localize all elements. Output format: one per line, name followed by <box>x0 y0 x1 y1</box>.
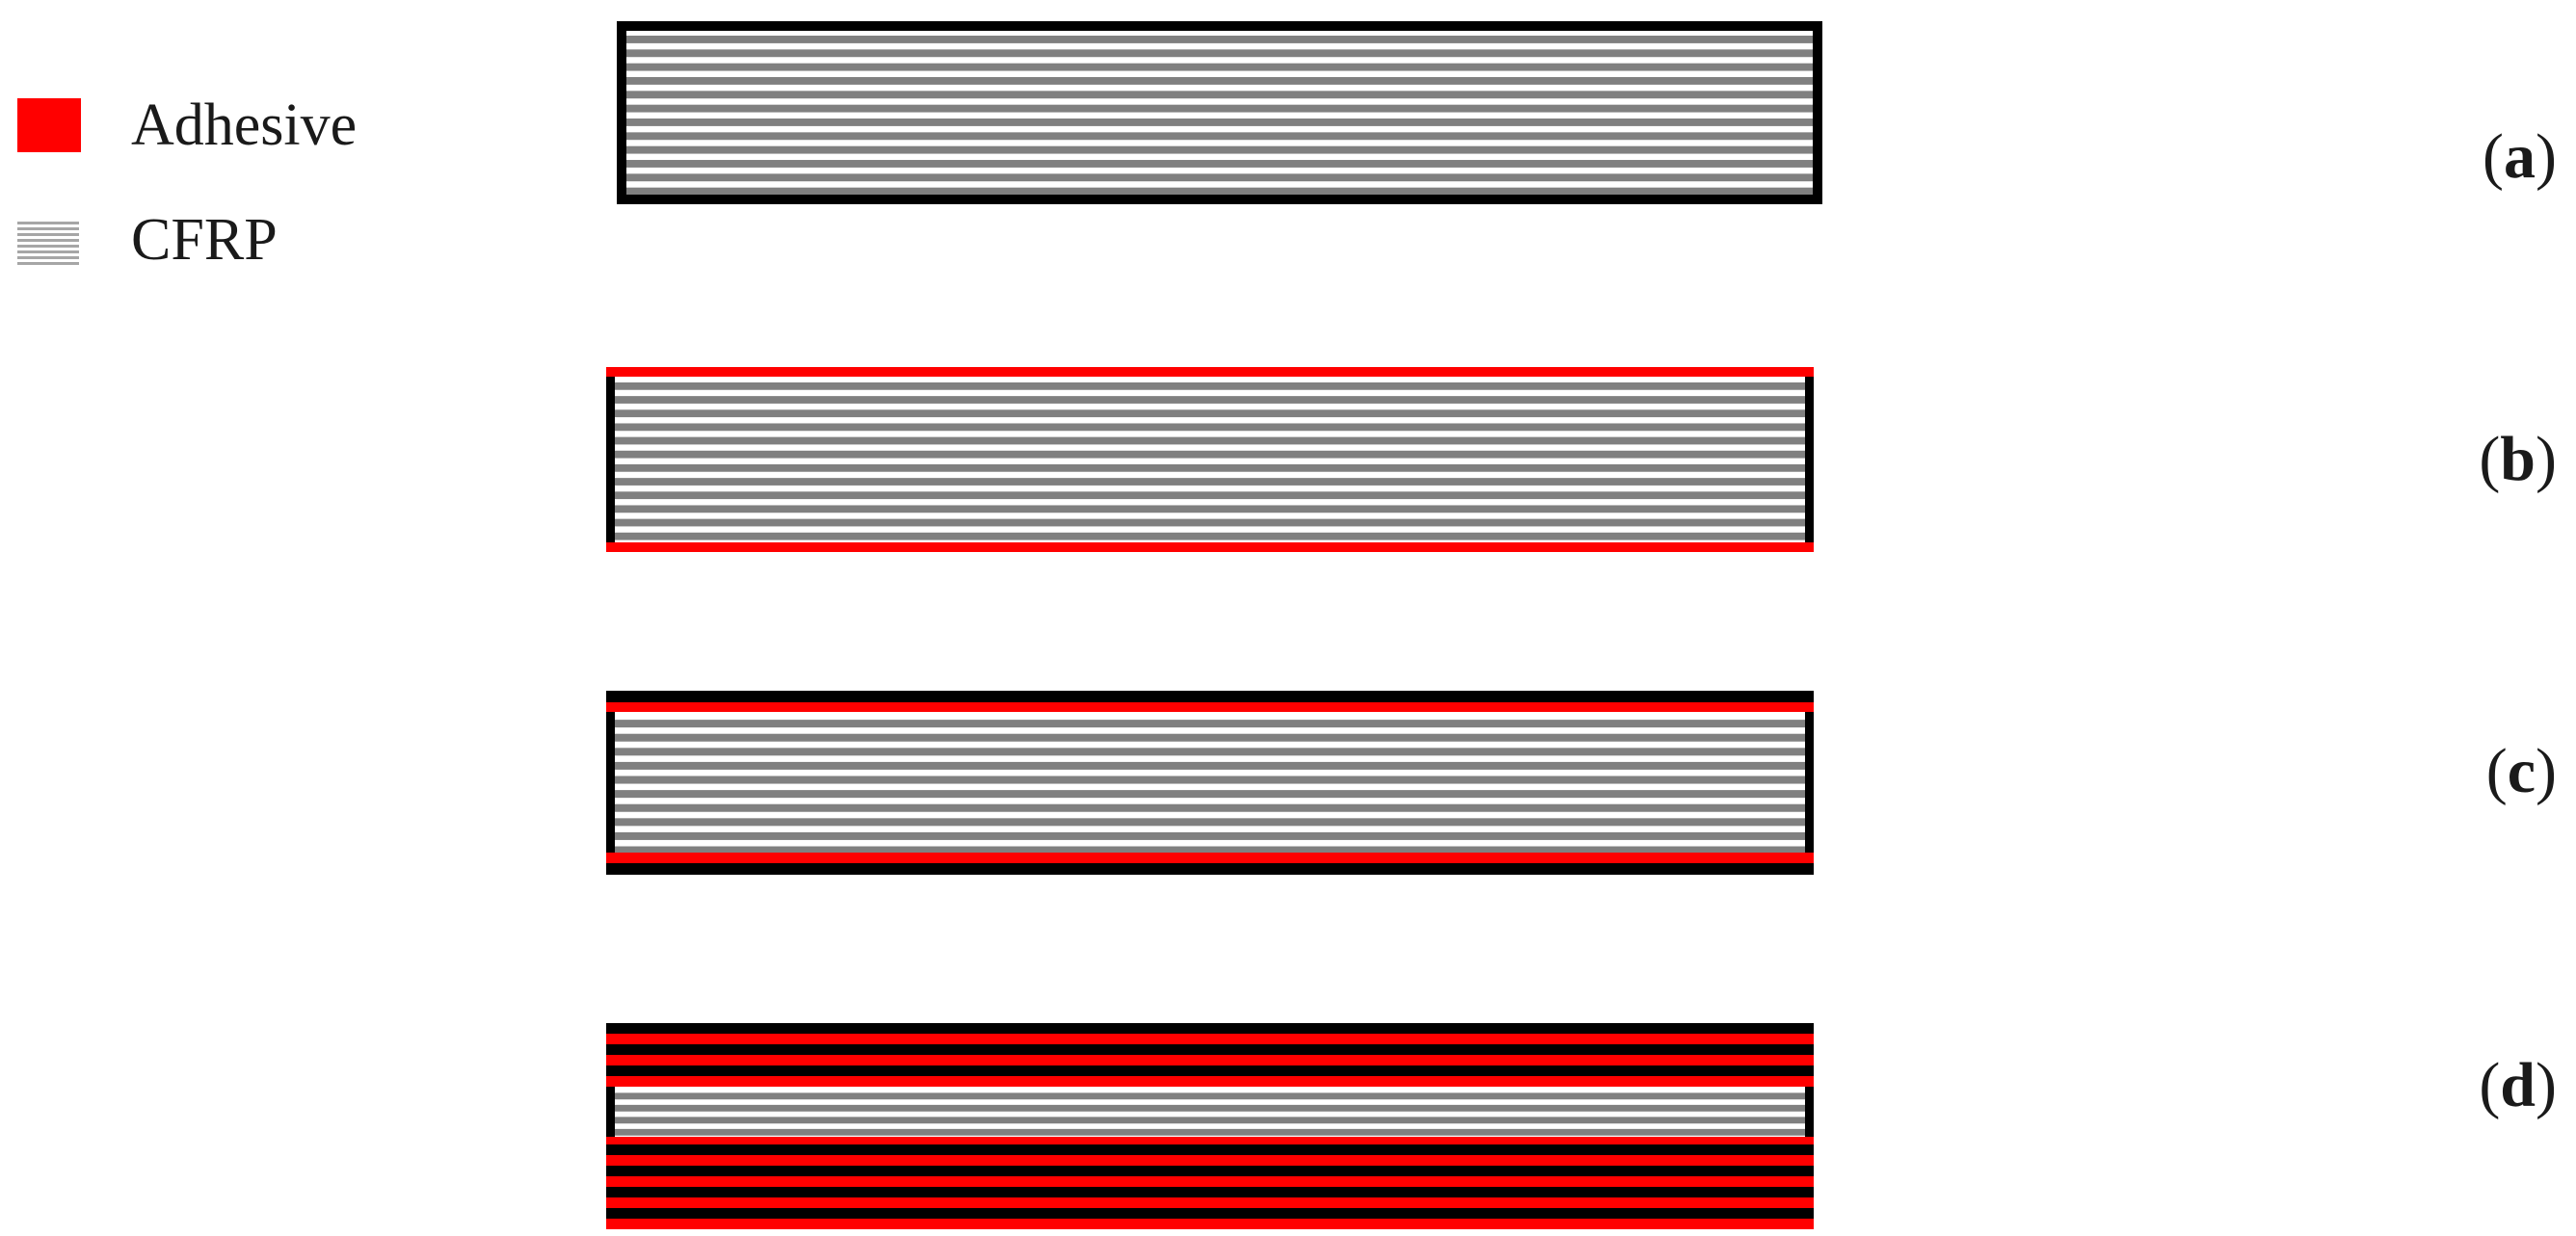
adhesive-layer-bottom <box>606 542 1814 552</box>
right-edge <box>1805 377 1814 548</box>
outer-layer <box>606 1144 1814 1155</box>
left-edge <box>606 377 615 548</box>
cfrp-ply <box>615 532 1807 540</box>
panel-label-a: (a) <box>2483 121 2557 192</box>
outer-layer <box>606 1023 1814 1034</box>
cfrp-ply <box>615 803 1807 812</box>
outer-layer <box>606 1044 1814 1055</box>
adhesive-layer <box>606 1137 1814 1144</box>
cfrp-core <box>615 378 1807 541</box>
specimen-a-cfrp-only <box>617 21 1822 204</box>
cfrp-ply <box>615 790 1807 799</box>
left-edge <box>606 1079 615 1148</box>
cfrp-ply <box>624 118 1815 126</box>
adhesive-layer <box>606 1076 1814 1087</box>
outer-layer-bottom <box>606 863 1814 875</box>
adhesive-layer-bottom <box>606 853 1814 863</box>
specimen-outline <box>617 21 1822 204</box>
outer-layer <box>606 1208 1814 1219</box>
cfrp-ply <box>615 505 1807 513</box>
outer-layer <box>606 1065 1814 1076</box>
cfrp-ply <box>615 396 1807 404</box>
cfrp-ply <box>624 77 1815 85</box>
cfrp-ply <box>624 36 1815 43</box>
cfrp-ply <box>624 173 1815 182</box>
cfrp-ply <box>615 463 1807 472</box>
cfrp-ply <box>615 478 1807 486</box>
adhesive-layer <box>606 1176 1814 1187</box>
outer-layer-top <box>606 691 1814 702</box>
cfrp-ply <box>615 1092 1807 1100</box>
adhesive-swatch-icon <box>17 98 81 152</box>
specimen-c-adhesive-with-outer-layer <box>606 691 1814 875</box>
cfrp-ply <box>615 748 1807 756</box>
adhesive-layer-top <box>606 367 1814 377</box>
panel-label-b: (b) <box>2479 424 2557 494</box>
cfrp-ply <box>624 91 1815 99</box>
cfrp-ply <box>615 846 1807 855</box>
cfrp-ply <box>615 733 1807 742</box>
adhesive-layer <box>606 1197 1814 1208</box>
adhesive-layer <box>606 1219 1814 1229</box>
adhesive-layer-top <box>606 702 1814 712</box>
left-edge <box>606 692 615 875</box>
cfrp-ply <box>624 160 1815 168</box>
cfrp-ply <box>615 491 1807 500</box>
cfrp-ply <box>615 720 1807 728</box>
outer-layer <box>606 1187 1814 1197</box>
adhesive-layer <box>606 1155 1814 1166</box>
cfrp-ply <box>615 436 1807 445</box>
specimen-d-multi-adhesive-layers <box>606 1023 1814 1229</box>
right-edge <box>1805 692 1814 875</box>
cfrp-ply <box>624 63 1815 71</box>
cfrp-ply <box>624 145 1815 154</box>
adhesive-layer <box>606 1034 1814 1044</box>
adhesive-layer <box>606 1055 1814 1065</box>
cfrp-ply <box>615 1117 1807 1124</box>
specimen-b-adhesive-surfaces <box>606 367 1814 552</box>
cfrp-ply <box>615 761 1807 770</box>
cfrp-ply <box>615 1128 1807 1136</box>
cfrp-ply <box>615 423 1807 432</box>
cfrp-ply <box>615 776 1807 784</box>
cfrp-ply <box>624 49 1815 58</box>
cfrp-ply <box>615 450 1807 459</box>
panel-label-d: (d) <box>2479 1050 2557 1120</box>
cfrp-ply <box>615 409 1807 418</box>
legend-label-cfrp: CFRP <box>131 207 278 273</box>
cfrp-ply <box>615 818 1807 827</box>
cfrp-ply <box>624 104 1815 113</box>
cfrp-ply <box>615 1104 1807 1112</box>
cfrp-ply <box>624 187 1815 196</box>
outer-layer <box>606 1166 1814 1176</box>
cfrp-ply <box>624 132 1815 141</box>
cfrp-swatch-icon <box>17 222 79 268</box>
cfrp-ply <box>615 518 1807 527</box>
cfrp-core <box>624 31 1815 197</box>
panel-label-c: (c) <box>2485 736 2557 806</box>
legend-label-adhesive: Adhesive <box>131 92 358 158</box>
cfrp-ply <box>615 831 1807 840</box>
cfrp-ply <box>615 381 1807 390</box>
right-edge <box>1805 1079 1814 1148</box>
